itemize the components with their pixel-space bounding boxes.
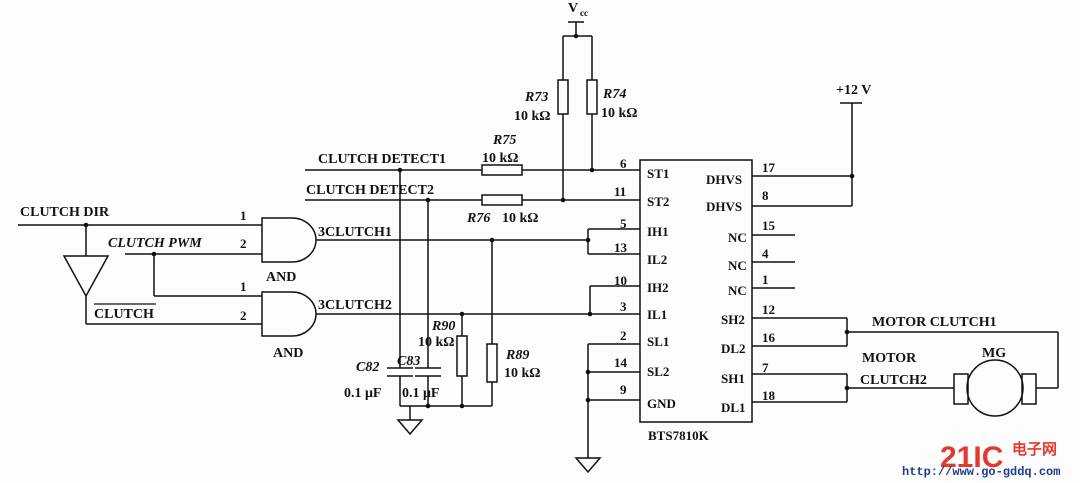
r75-value: 10 kΩ <box>482 151 519 166</box>
plus12v-label: +12 V <box>836 83 871 98</box>
and-gate-2: AND <box>261 291 317 361</box>
r90-ref: R90 <box>431 319 455 334</box>
ic-pin-dhvs17-name: DHVS <box>706 172 742 187</box>
ic-pin-8-num: 8 <box>762 188 769 203</box>
r89-ref: R89 <box>505 348 529 363</box>
gate1-pin1: 1 <box>240 208 247 223</box>
resistor-r74: R74 10 kΩ <box>586 36 638 170</box>
gate2-pin2: 2 <box>240 308 247 323</box>
gate1-type: AND <box>266 270 296 285</box>
resistor-r73: R73 10 kΩ <box>514 36 569 200</box>
ic-pin-14-num: 14 <box>614 355 628 370</box>
ic-pin-2-num: 2 <box>620 328 627 343</box>
ic-pin-ih1-name: IH1 <box>647 224 669 239</box>
motor-mg: MG <box>953 346 1037 417</box>
inverter <box>62 225 110 324</box>
plus12v-supply: +12 V <box>836 83 871 206</box>
ic-pin-st2-name: ST2 <box>647 194 669 209</box>
r74-value: 10 kΩ <box>601 106 638 121</box>
ic-pin-gnd-name: GND <box>647 396 676 411</box>
ic-pin-5-num: 5 <box>620 216 627 231</box>
ic-pin-nc15-name: NC <box>728 230 747 245</box>
ic-pin-ih2-name: IH2 <box>647 280 669 295</box>
r89-value: 10 kΩ <box>504 366 541 381</box>
ic-pin-nc1-name: NC <box>728 283 747 298</box>
resistor-r89: R89 10 kΩ <box>486 343 541 406</box>
motor-label: MG <box>982 346 1006 361</box>
resistor-r75: R75 10 kΩ <box>481 133 523 176</box>
c83-value: 0.1 μF <box>402 386 440 401</box>
ic-pin-sl2-name: SL2 <box>647 364 669 379</box>
and-gate-1: AND <box>261 217 317 285</box>
c82-value: 0.1 μF <box>344 386 382 401</box>
ic-pin-12-num: 12 <box>762 302 775 317</box>
ic-pin-nc4-name: NC <box>728 258 747 273</box>
r73-value: 10 kΩ <box>514 109 551 124</box>
ic-pin-il2-name: IL2 <box>647 252 667 267</box>
c83-ref: C83 <box>397 354 420 369</box>
signal-motor: MOTOR <box>862 351 917 366</box>
ic-pin-dl1-name: DL1 <box>721 400 746 415</box>
gate1-output: 3CLUTCH1 <box>318 225 392 240</box>
ic-pin-15-num: 15 <box>762 218 776 233</box>
ic-pin-1-num: 1 <box>762 272 769 287</box>
ic-pin-16-num: 16 <box>762 330 776 345</box>
ic-pin-sh1-name: SH1 <box>721 371 745 386</box>
r90-value: 10 kΩ <box>418 335 455 350</box>
ic-pin-18-num: 18 <box>762 388 776 403</box>
ic-pin-17-num: 17 <box>762 160 776 175</box>
ic-body <box>639 159 753 423</box>
vcc-label: V <box>568 1 578 16</box>
ic-pin-st1-name: ST1 <box>647 166 669 181</box>
ground-symbol-right <box>574 457 602 474</box>
watermark-url: http://www.go-gddq.com <box>902 465 1060 479</box>
r76-value: 10 kΩ <box>502 211 539 226</box>
ic-pin-sl1-name: SL1 <box>647 334 669 349</box>
signal-detect2: CLUTCH DETECT2 <box>306 183 434 198</box>
ic-name: BTS7810K <box>648 428 710 443</box>
r76-ref: R76 <box>466 211 490 226</box>
watermark-cn: 电子网 <box>1012 440 1057 458</box>
signal-motor-clutch1: MOTOR CLUTCH1 <box>872 315 997 330</box>
vcc-subscript: cc <box>580 8 588 18</box>
gate2-output: 3CLUTCH2 <box>318 298 392 313</box>
r74-ref: R74 <box>602 87 626 102</box>
resistor-r90: R90 10 kΩ <box>418 319 468 406</box>
ic-pin-4-num: 4 <box>762 246 769 261</box>
ic-pin-il1-name: IL1 <box>647 307 667 322</box>
ic-pin-6-num: 6 <box>620 156 627 171</box>
signal-clutch-bar: CLUTCH <box>94 307 154 322</box>
gate2-type: AND <box>273 346 303 361</box>
ground-symbol-left <box>396 419 424 436</box>
ic-pin-9-num: 9 <box>620 382 627 397</box>
ic-pin-11-num: 11 <box>614 184 626 199</box>
ic-pin-7-num: 7 <box>762 360 769 375</box>
ic-pin-dl2-name: DL2 <box>721 341 746 356</box>
ic-pin-13-num: 13 <box>614 240 628 255</box>
capacitor-c82: C82 0.1 μF <box>344 360 413 406</box>
ic-pin-dhvs8-name: DHVS <box>706 199 742 214</box>
c82-ref: C82 <box>356 360 379 375</box>
signal-clutch2: CLUTCH2 <box>860 373 927 388</box>
vcc-supply: V cc <box>563 1 592 37</box>
r75-ref: R75 <box>492 133 516 148</box>
signal-clutch-dir: CLUTCH DIR <box>20 205 110 220</box>
watermark-logo: 21IC <box>940 441 1003 474</box>
signal-clutch-pwm: CLUTCH PWM <box>108 236 202 251</box>
ic-pin-sh2-name: SH2 <box>721 312 745 327</box>
gate2-pin1: 1 <box>240 279 247 294</box>
ic-pin-3-num: 3 <box>620 299 627 314</box>
r73-ref: R73 <box>524 90 548 105</box>
watermark: 21IC 电子网 http://www.go-gddq.com <box>902 440 1060 479</box>
gate1-pin2: 2 <box>240 236 247 251</box>
ic-pin-10-num: 10 <box>614 273 627 288</box>
signal-detect1: CLUTCH DETECT1 <box>318 152 446 167</box>
capacitor-c83: C83 0.1 μF <box>397 354 441 406</box>
